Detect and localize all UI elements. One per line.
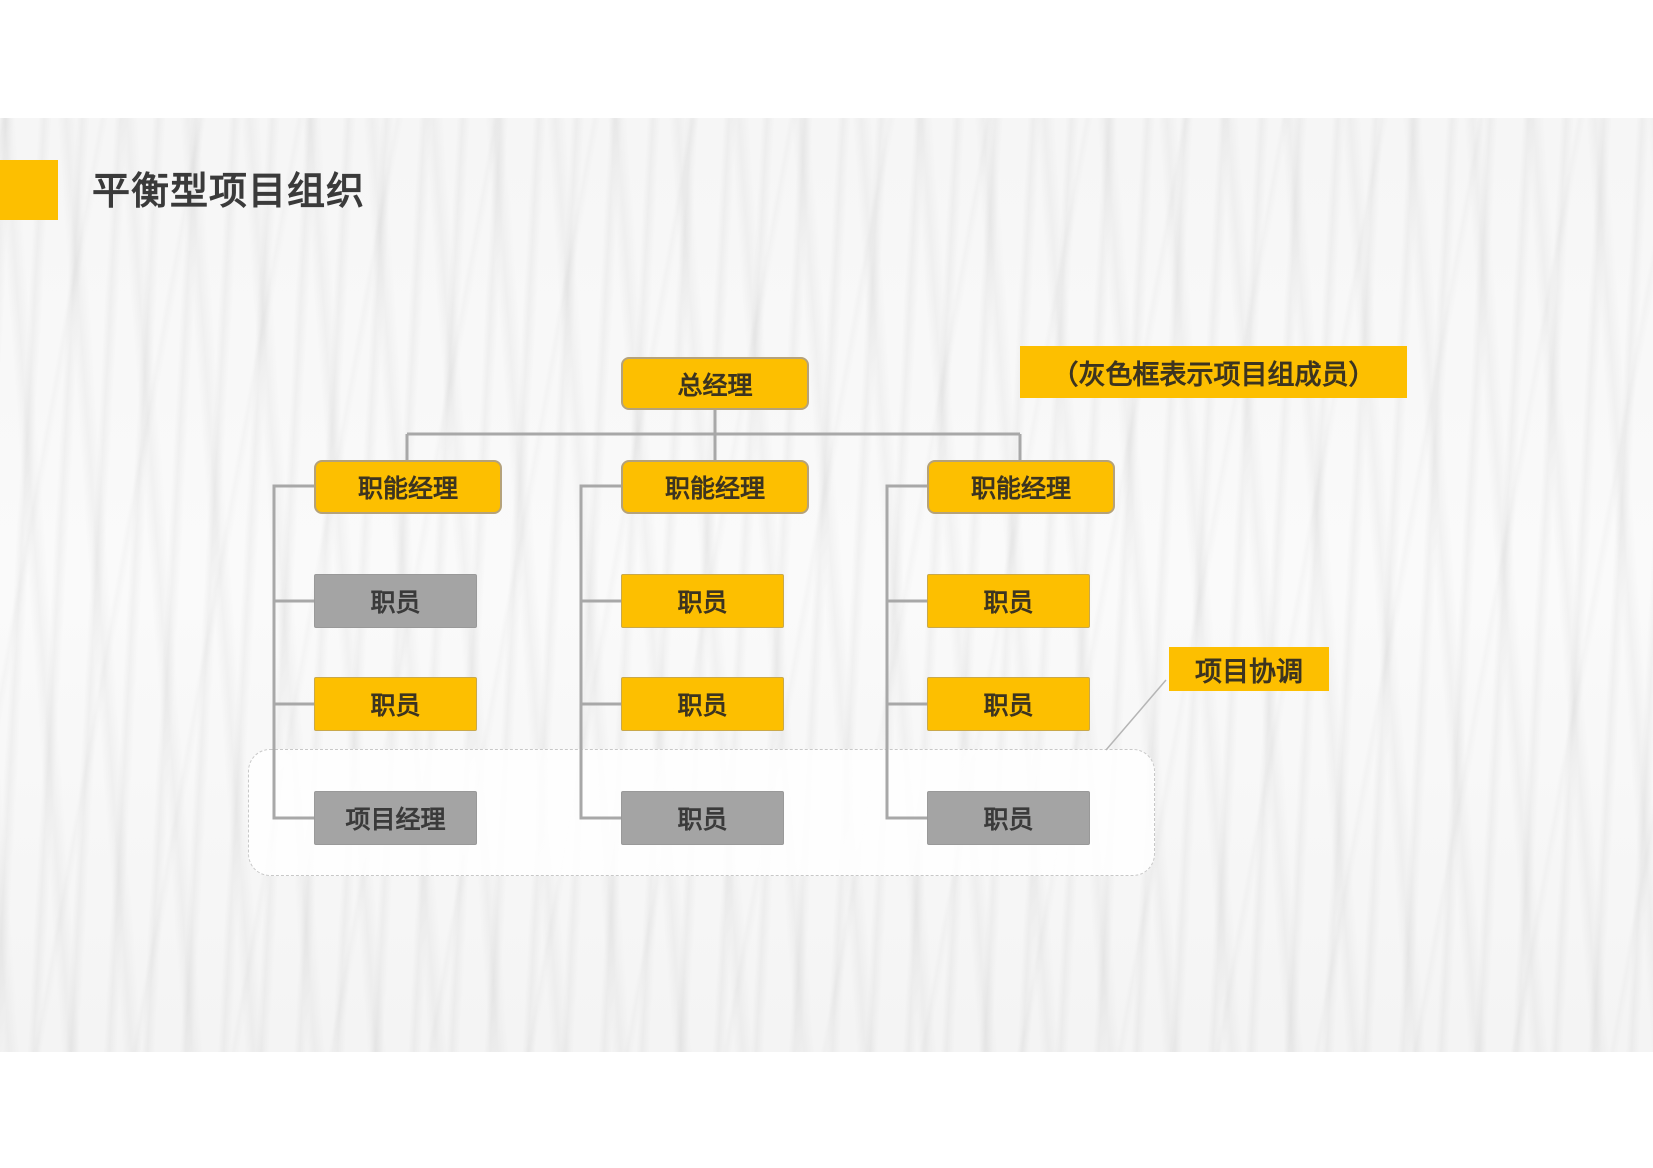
project-manager-box[interactable]: 项目经理: [314, 791, 477, 845]
staff-box-d3-1[interactable]: 职员: [927, 574, 1090, 628]
legend-note: （灰色框表示项目组成员）: [1020, 346, 1407, 398]
functional-manager-box-3[interactable]: 职能经理: [927, 460, 1115, 514]
staff-box-d3-3[interactable]: 职员: [927, 791, 1090, 845]
staff-box-d2-1[interactable]: 职员: [621, 574, 784, 628]
project-coordination-label: 项目协调: [1169, 647, 1329, 691]
functional-manager-box-2[interactable]: 职能经理: [621, 460, 809, 514]
staff-box-d3-2[interactable]: 职员: [927, 677, 1090, 731]
title-accent-bar: [0, 160, 58, 220]
functional-manager-box-1[interactable]: 职能经理: [314, 460, 502, 514]
staff-box-d2-2[interactable]: 职员: [621, 677, 784, 731]
staff-box-d1-1[interactable]: 职员: [314, 574, 477, 628]
staff-box-d1-2[interactable]: 职员: [314, 677, 477, 731]
page-title: 平衡型项目组织: [92, 169, 366, 213]
general-manager-box[interactable]: 总经理: [621, 357, 809, 410]
staff-box-d2-3[interactable]: 职员: [621, 791, 784, 845]
paper-texture-background: [0, 118, 1653, 1052]
